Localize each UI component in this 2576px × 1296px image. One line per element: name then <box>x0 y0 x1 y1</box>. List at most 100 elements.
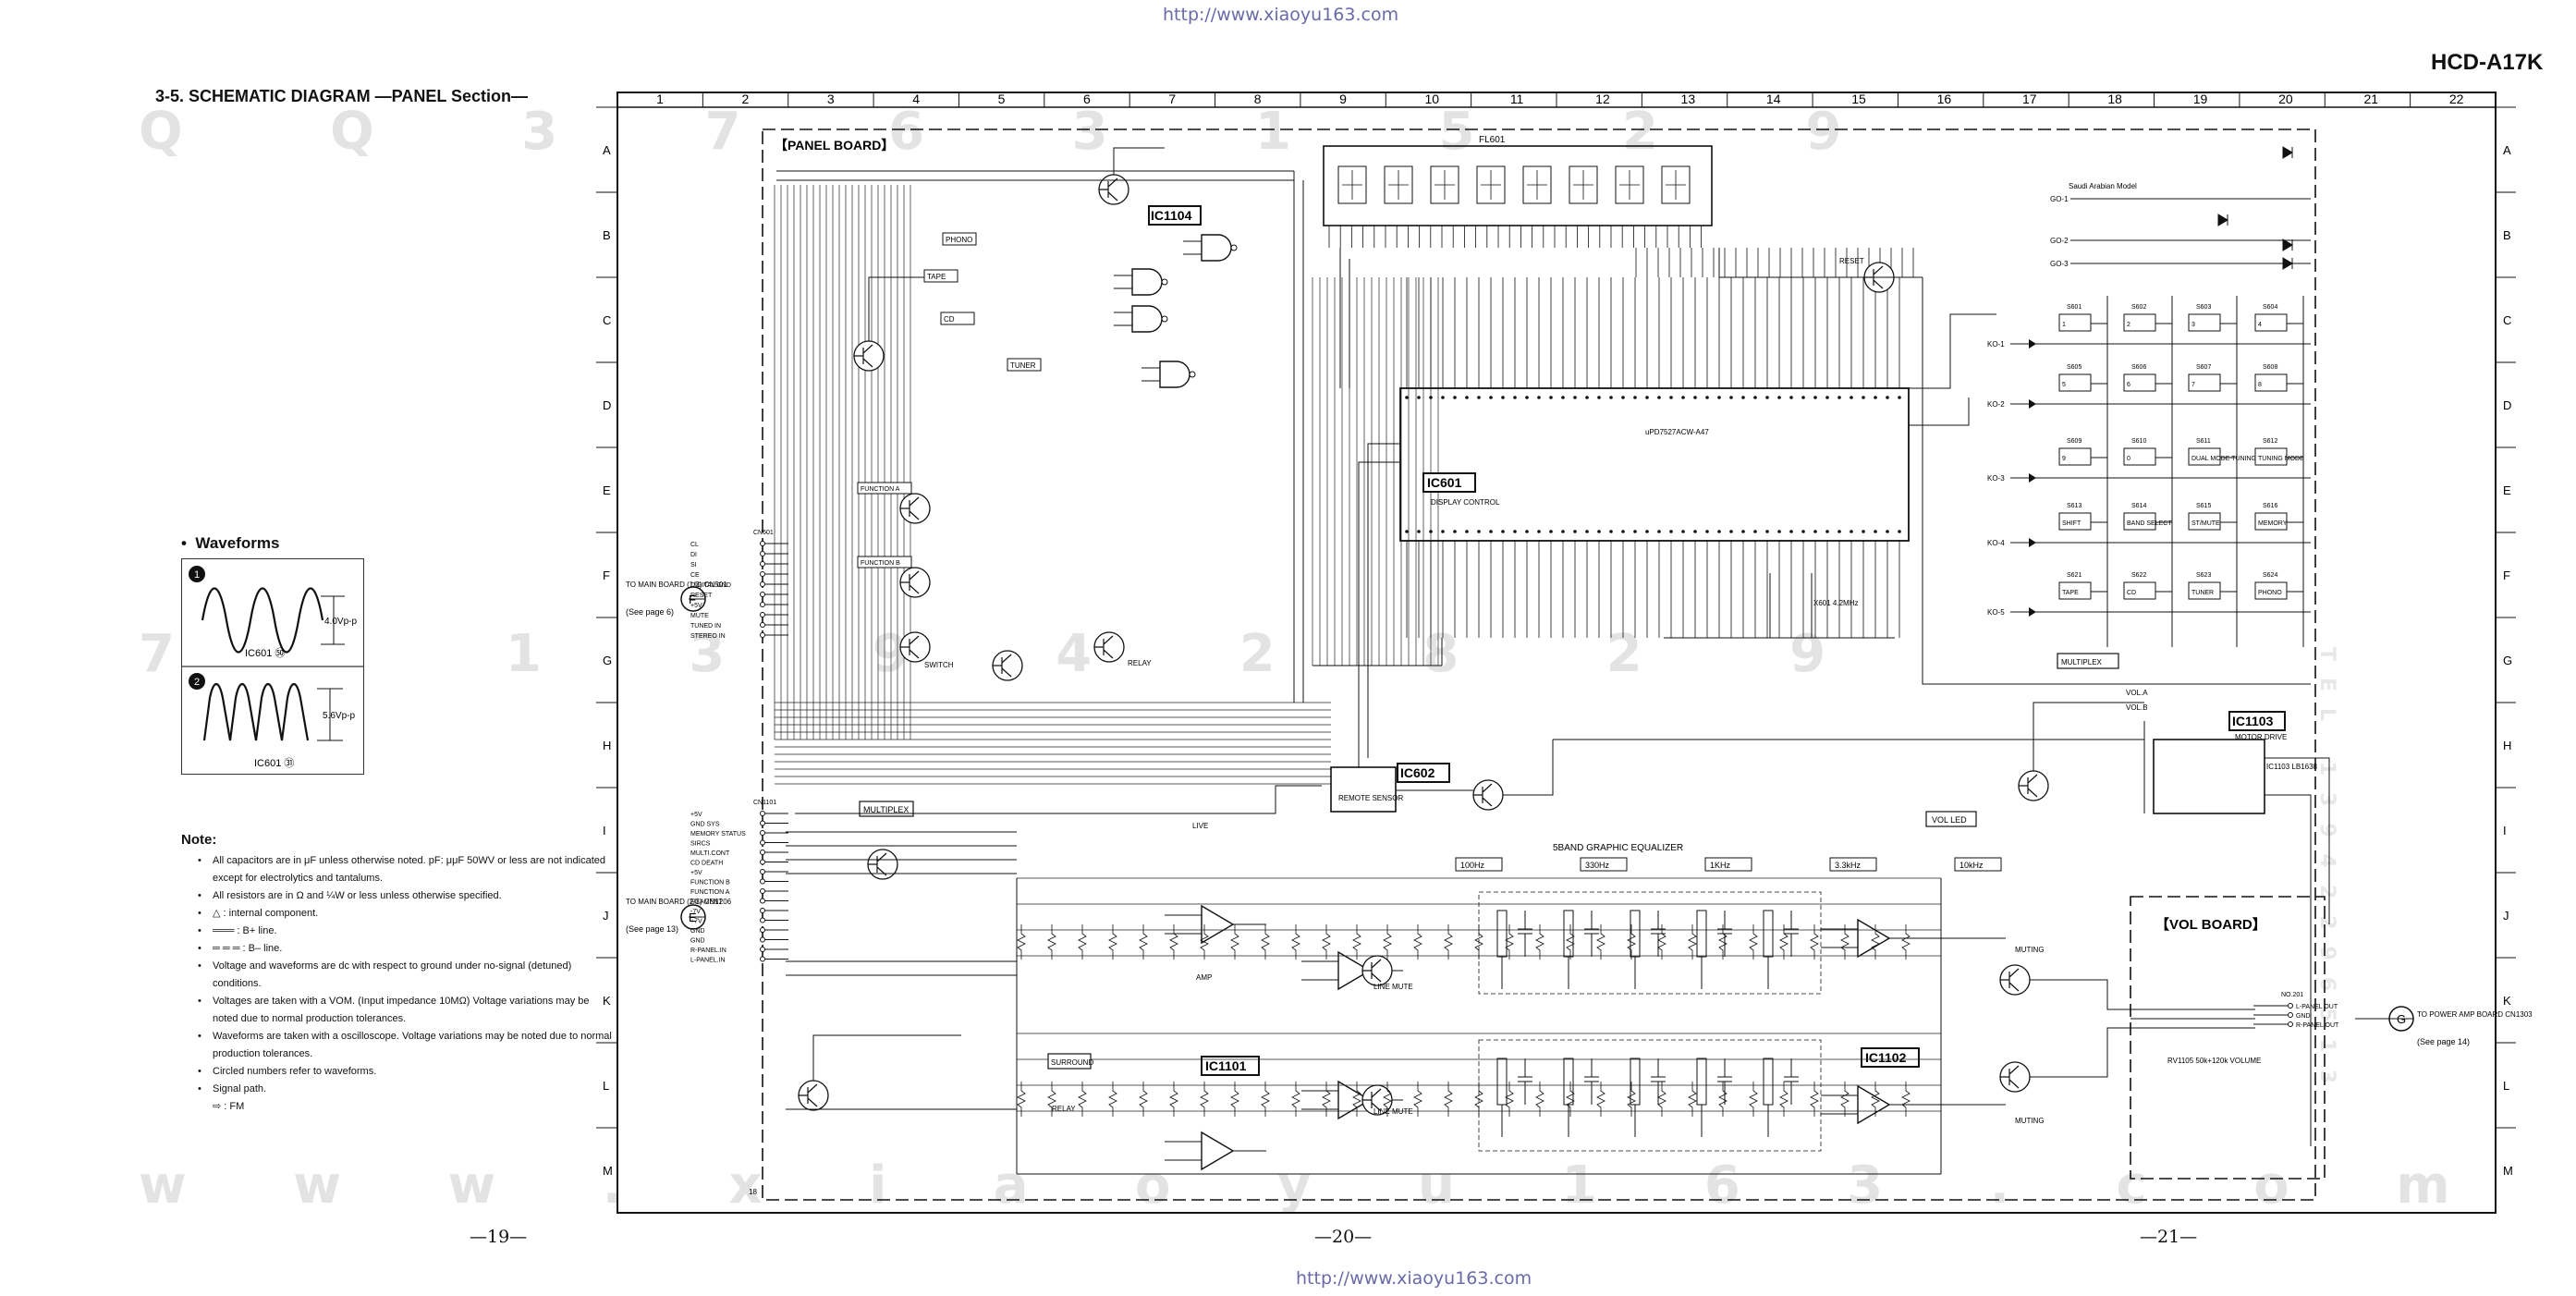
eq-title: 5BAND GRAPHIC EQUALIZER <box>1553 843 1683 853</box>
resistor <box>1230 1082 1239 1117</box>
note-text: All capacitors are in μF unless otherwis… <box>213 855 605 884</box>
ic1104-label: IC1104 <box>1151 208 1192 223</box>
row-letter-left: H <box>603 739 611 752</box>
note-text: Circled numbers refer to waveforms. <box>213 1066 377 1077</box>
ic601-pin-dot <box>1862 396 1865 399</box>
fl-digit <box>1430 165 1459 204</box>
note-bullet: • <box>198 890 201 901</box>
transistor-symbol <box>2019 774 2038 798</box>
ic601-pin-dot <box>1705 396 1709 399</box>
note-bullet: • <box>198 1031 201 1042</box>
key-id: S624 <box>2263 572 2277 579</box>
connector-pin-label: -7V <box>690 909 701 915</box>
connector-pin <box>760 561 765 567</box>
resistor <box>1871 1082 1880 1117</box>
transistor-symbol <box>1094 635 1114 659</box>
resistor <box>1291 1082 1300 1117</box>
resistor <box>1078 1082 1087 1117</box>
connector-pin-label: FILAMENT <box>690 899 723 906</box>
resistor <box>1627 924 1636 960</box>
resistor <box>1871 924 1880 960</box>
key-id: S602 <box>2131 304 2146 311</box>
notes-list: • All capacitors are in μF unless otherwi… <box>198 852 614 1116</box>
ic1103-label-box <box>2228 711 2286 731</box>
row-letter-left: B <box>603 228 611 242</box>
transistor-symbol <box>799 1083 818 1107</box>
ic601-pin-dot <box>1741 530 1745 533</box>
connector-cn: CN601 <box>753 530 774 536</box>
connector-pin-label: GND <box>690 938 705 945</box>
resistor <box>1688 1082 1697 1117</box>
ic602-label-box <box>1397 763 1450 783</box>
key-label: 8 <box>2258 382 2262 388</box>
column-number: 5 <box>998 92 1006 106</box>
ic1102-label-box <box>1861 1047 1920 1068</box>
column-number: 2 <box>742 92 750 106</box>
key-switch <box>2058 313 2092 332</box>
key-switch <box>2123 447 2156 466</box>
resistor <box>1688 924 1697 960</box>
waveforms-title: • Waveforms <box>181 534 280 552</box>
fl-segment <box>1342 170 1362 200</box>
key-switch <box>2188 447 2221 466</box>
key-label: 5 <box>2062 382 2066 388</box>
connector-pin-label: CL <box>690 542 699 548</box>
ic601-pin-dot <box>1525 396 1529 399</box>
connector-pin <box>760 956 765 962</box>
column-number: 17 <box>2022 92 2037 106</box>
note-item: •═══ : B+ line. <box>198 923 614 940</box>
resistor <box>1901 924 1911 960</box>
wire <box>1113 147 1165 175</box>
connector-pin <box>760 571 765 577</box>
resistor <box>1017 1082 1026 1117</box>
transistor-symbol <box>900 635 920 659</box>
resistor <box>1047 1082 1056 1117</box>
column-number: 14 <box>1766 92 1781 106</box>
column-number: 9 <box>1339 92 1347 106</box>
top-url[interactable]: http://www.xiaoyu163.com <box>1163 5 1399 25</box>
connector-pin-label: R-PANEL OUT <box>2296 1022 2339 1029</box>
fl-digit <box>1476 165 1506 204</box>
fl-segment <box>1527 170 1547 200</box>
eq-pot <box>1496 910 1508 958</box>
transistor-symbol <box>993 654 1012 678</box>
ic601-pin-dot <box>1405 396 1409 399</box>
resistor <box>1840 1082 1850 1117</box>
key-label: TAPE <box>2062 590 2079 596</box>
note-item: •Signal path. <box>198 1081 614 1098</box>
eq-band-label: 10kHz <box>1959 861 1984 870</box>
note-bullet: • <box>198 925 201 936</box>
switch-label: SWITCH <box>924 661 954 669</box>
connector-pin-label: DIGITAL GND <box>690 582 731 589</box>
nand-gate <box>1131 305 1163 333</box>
transistors <box>798 174 2049 1116</box>
key-switch <box>2254 512 2288 531</box>
note-item: •═ ═ ═ : B– line. <box>198 940 614 958</box>
key-label: 2 <box>2127 322 2130 328</box>
vol-led-box <box>1925 811 1977 827</box>
fl-segment <box>1481 170 1501 200</box>
row-letter-left: I <box>603 824 606 838</box>
fl-digit <box>1615 165 1644 204</box>
connector-pin <box>760 830 765 836</box>
wire <box>2265 794 2312 1146</box>
wire <box>1909 313 1996 389</box>
connector-pin <box>2288 1012 2293 1018</box>
ic601-pin-dot <box>1777 530 1781 533</box>
key-id: S604 <box>2263 304 2277 311</box>
connector-pin-label: GND SYS <box>690 822 720 828</box>
row-letter-right: B <box>2503 228 2511 242</box>
rv-vol-label: RV1105 50k+120k VOLUME <box>2167 1057 2261 1065</box>
outer-frame <box>617 92 2497 1214</box>
connector-pin <box>760 917 765 923</box>
fl-digit <box>1522 165 1552 204</box>
ic601-pin-dot <box>1693 396 1697 399</box>
resistor <box>1474 1082 1483 1117</box>
ko-diode <box>2029 538 2036 547</box>
ic601-pin-dot <box>1501 396 1505 399</box>
ic601-pin-dot <box>1441 396 1445 399</box>
column-number: 20 <box>2278 92 2293 106</box>
bottom-url[interactable]: http://www.xiaoyu163.com <box>1296 1268 1532 1289</box>
